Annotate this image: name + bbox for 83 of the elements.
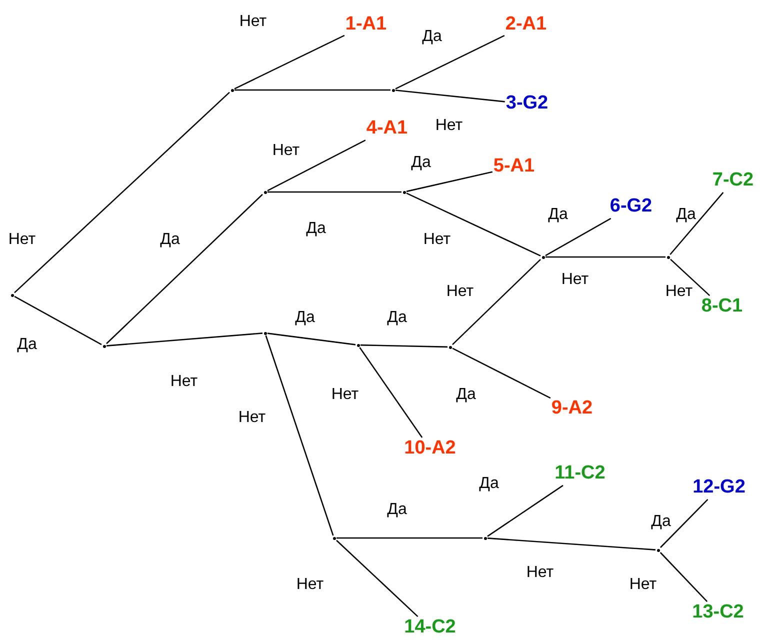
branch-point [230, 88, 234, 92]
branch-point [102, 344, 106, 348]
outcome-label: 1-A1 [345, 14, 387, 36]
tree-branch [359, 347, 423, 438]
branch-point [484, 536, 486, 540]
tree-branch [336, 537, 482, 539]
outcome-label: 8-C1 [701, 296, 743, 318]
outcome-label: 14-C2 [404, 618, 456, 638]
outcome-label: 7-C2 [712, 170, 754, 192]
edge-label: Нет [239, 13, 267, 31]
outcome-label: 11-C2 [554, 464, 606, 484]
outcome-label: 2-A1 [505, 14, 547, 36]
edge-label: Да [387, 309, 407, 327]
branch-point [402, 190, 406, 194]
tree-branch [545, 218, 612, 256]
branch-point [264, 332, 266, 334]
tree-branch [546, 256, 666, 258]
edge-label: Да [387, 501, 407, 519]
edge-label: Нет [238, 409, 266, 427]
outcome-label: 9-A2 [551, 398, 593, 420]
tree-branch [660, 498, 708, 548]
edge-label: Да [422, 28, 442, 46]
edge-label: Да [160, 231, 180, 249]
outcome-label: 5-A1 [493, 156, 535, 178]
tree-branch [670, 192, 724, 255]
edge-label: Нет [272, 142, 300, 160]
tree-branch [487, 538, 656, 550]
tree-branch [267, 140, 366, 192]
tree-branch [106, 332, 263, 346]
edge-label: Да [306, 220, 326, 238]
edge-label: Нет [331, 386, 359, 404]
branch-point [656, 548, 660, 552]
tree-branch [660, 552, 708, 602]
edge-label: Нет [435, 117, 463, 135]
outcome-label: 3-G2 [506, 94, 548, 114]
edge-label: Нет [561, 271, 589, 289]
branch-point [542, 256, 544, 258]
outcome-label: 10-A2 [404, 438, 456, 460]
tree-branch [452, 258, 541, 346]
outcome-label: 13-C2 [692, 602, 744, 624]
edge-label: Нет [423, 231, 451, 249]
outcome-label: 4-A1 [366, 118, 408, 140]
branch-point [10, 294, 14, 296]
edge-label: Да [456, 386, 476, 404]
edge-label: Нет [170, 373, 198, 391]
edge-label: Да [676, 206, 696, 224]
edge-label: Да [411, 154, 431, 172]
edge-label: Да [651, 513, 671, 531]
edge-label: Нет [629, 576, 657, 594]
edge-label: Нет [8, 231, 36, 249]
tree-branch [406, 171, 493, 192]
branch-point [356, 344, 360, 346]
tree-branch [395, 90, 505, 102]
branch-point [264, 190, 266, 194]
branch-point [448, 346, 452, 348]
tree-branch [267, 332, 356, 346]
edge-label: Нет [446, 283, 474, 301]
tree-branch [406, 192, 541, 256]
edge-label: Нет [665, 283, 693, 301]
tree-branch [487, 484, 564, 537]
tree-branch [336, 540, 418, 618]
edge-label: Да [295, 309, 315, 327]
tree-branch [268, 191, 402, 193]
branch-point [392, 88, 394, 92]
tree-branch [106, 194, 263, 344]
tree-branch [234, 89, 390, 91]
tree-branch [670, 258, 710, 296]
outcome-label: 12-G2 [692, 478, 746, 498]
tree-branch [14, 296, 102, 346]
edge-label: Нет [526, 564, 554, 582]
tree-branch [14, 92, 230, 294]
edge-label: Нет [296, 576, 324, 594]
edge-label: Да [548, 206, 568, 224]
tree-branch [395, 34, 505, 90]
edge-label: Да [479, 475, 499, 493]
branch-point [332, 536, 336, 540]
branch-point [666, 256, 670, 258]
tree-branch [234, 34, 345, 90]
tree-branch [360, 344, 448, 348]
edge-label: Да [17, 336, 37, 354]
outcome-label: 6-G2 [610, 196, 652, 218]
tree-branch [265, 335, 334, 536]
tree-branch [452, 348, 551, 399]
